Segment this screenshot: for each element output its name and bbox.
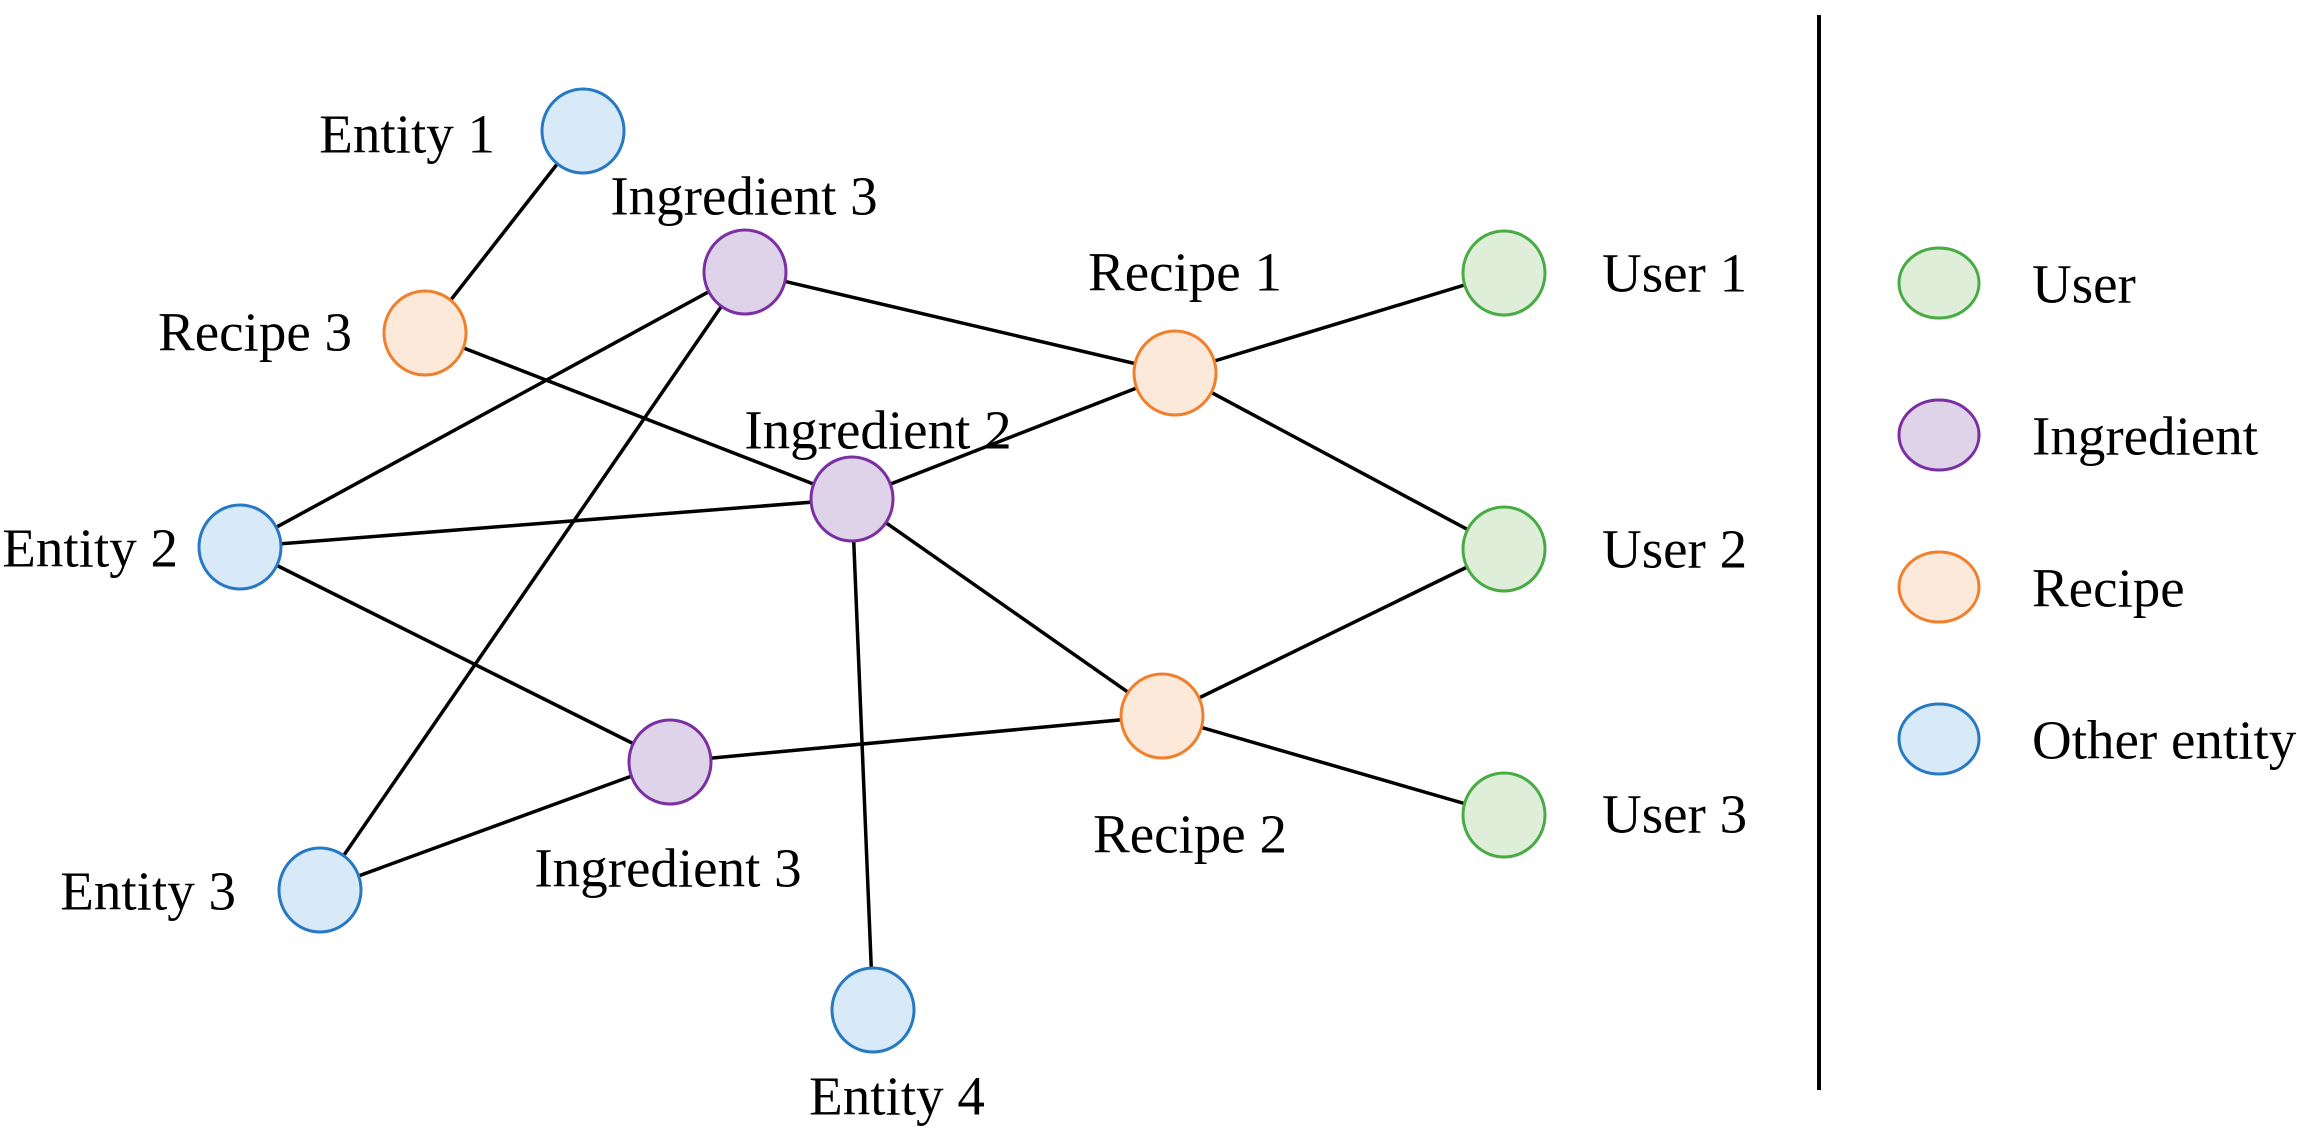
node-recipe3 bbox=[382, 289, 468, 377]
node-label-entity1: Entity 1 bbox=[319, 103, 495, 164]
edge-ingredient3_bottom-entity2 bbox=[239, 545, 671, 764]
node-entity4 bbox=[830, 966, 916, 1054]
legend-swatch-recipe bbox=[1897, 550, 1981, 624]
edge-recipe1-user2 bbox=[1174, 371, 1505, 551]
edge-recipe2-user2 bbox=[1161, 547, 1505, 718]
legend-swatch-other-entity bbox=[1897, 702, 1981, 776]
node-label-entity4: Entity 4 bbox=[809, 1065, 985, 1126]
edge-ingredient3_top-recipe1 bbox=[744, 270, 1176, 375]
edge-recipe3-ingredient2 bbox=[424, 331, 853, 501]
node-label-ingredient2: Ingredient 2 bbox=[744, 399, 1011, 460]
node-entity3 bbox=[277, 846, 363, 934]
node-entity1 bbox=[540, 87, 626, 175]
legend-label-other-entity: Other entity bbox=[2032, 709, 2297, 770]
edge-ingredient2-entity4 bbox=[850, 498, 875, 1011]
node-label-recipe2: Recipe 2 bbox=[1093, 803, 1287, 864]
node-user2 bbox=[1461, 505, 1547, 593]
legend-swatch-user bbox=[1897, 246, 1981, 320]
node-label-user1: User 1 bbox=[1602, 242, 1747, 303]
node-ingredient2 bbox=[809, 455, 895, 543]
edge-recipe1-user1 bbox=[1174, 271, 1505, 375]
edge-ingredient3_bottom-entity3 bbox=[319, 760, 671, 892]
node-user1 bbox=[1461, 229, 1547, 317]
node-recipe1 bbox=[1132, 329, 1218, 417]
edge-ingredient2-recipe2 bbox=[850, 497, 1164, 718]
node-label-user3: User 3 bbox=[1602, 783, 1747, 844]
legend-swatch-ingredient bbox=[1897, 398, 1981, 472]
edge-ingredient3_top-entity3 bbox=[318, 271, 747, 891]
edge-ingredient2-recipe1 bbox=[851, 371, 1176, 501]
node-label-recipe1: Recipe 1 bbox=[1088, 241, 1282, 302]
legend-label-recipe: Recipe bbox=[2032, 557, 2185, 618]
edge-ingredient2-entity2 bbox=[239, 497, 853, 549]
node-user3 bbox=[1461, 771, 1547, 859]
node-ingredient3_top bbox=[702, 228, 788, 316]
legend-label-ingredient: Ingredient bbox=[2032, 405, 2258, 466]
node-labels-layer: Entity 1 Ingredient 3 Recipe 3 Recipe 1 User… bbox=[2, 103, 1747, 1126]
node-ingredient3_bottom bbox=[627, 718, 713, 806]
node-recipe2 bbox=[1119, 672, 1205, 760]
node-label-entity2: Entity 2 bbox=[2, 517, 178, 578]
node-entity2 bbox=[197, 503, 283, 591]
edge-ingredient3_top-entity2 bbox=[239, 270, 746, 549]
node-label-recipe3: Recipe 3 bbox=[158, 301, 352, 362]
edge-recipe2-user3 bbox=[1161, 714, 1505, 817]
node-label-user2: User 2 bbox=[1602, 518, 1747, 579]
edge-ingredient3_bottom-recipe2 bbox=[669, 714, 1163, 764]
legend-label-user: User bbox=[2032, 253, 2136, 314]
node-label-entity3: Entity 3 bbox=[60, 860, 236, 921]
node-label-ingredient3_top: Ingredient 3 bbox=[610, 165, 877, 226]
node-label-ingredient3_bottom: Ingredient 3 bbox=[534, 837, 801, 898]
edges-layer bbox=[239, 129, 1505, 1011]
nodes-layer bbox=[197, 87, 1547, 1054]
